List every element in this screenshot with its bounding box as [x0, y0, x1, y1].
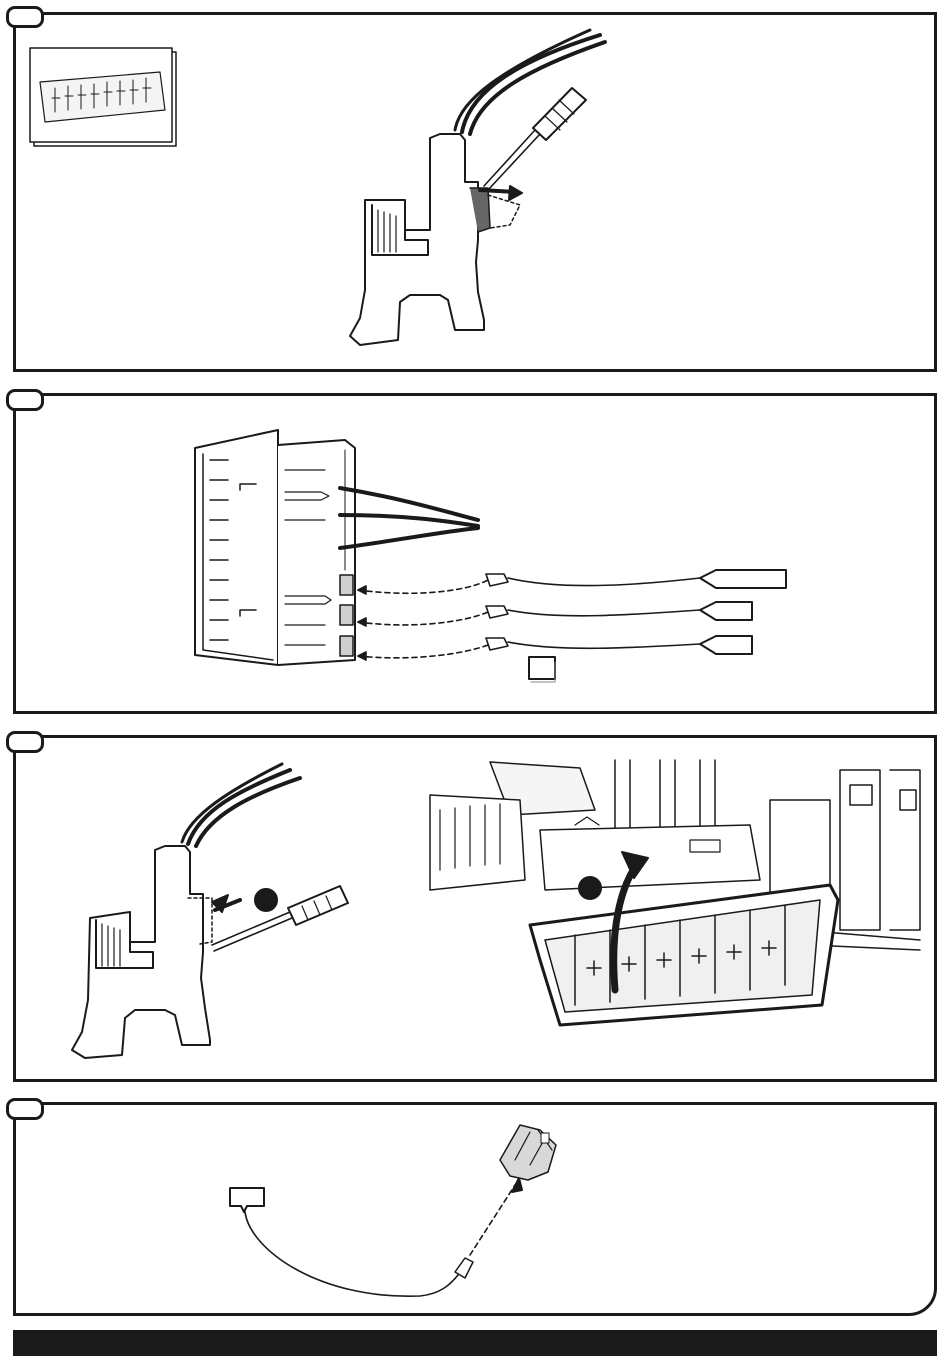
connector-side-view-3 — [72, 846, 277, 1058]
label-box-4 — [230, 1188, 264, 1212]
connector-front-view — [195, 430, 355, 665]
wires-2 — [340, 488, 478, 548]
screwdriver-3 — [212, 886, 348, 951]
fuse-holder-4 — [500, 1125, 556, 1180]
terminal-leads-2 — [358, 574, 700, 660]
wire-bundle-1 — [455, 30, 605, 134]
connector-side-view-1 — [350, 134, 522, 345]
screwdriver-1 — [484, 88, 586, 190]
fuse-box-thumbnail — [30, 48, 176, 146]
wire-4 — [245, 1178, 522, 1296]
wire-bundle-3 — [182, 764, 300, 846]
label-boxes-2 — [529, 570, 786, 682]
